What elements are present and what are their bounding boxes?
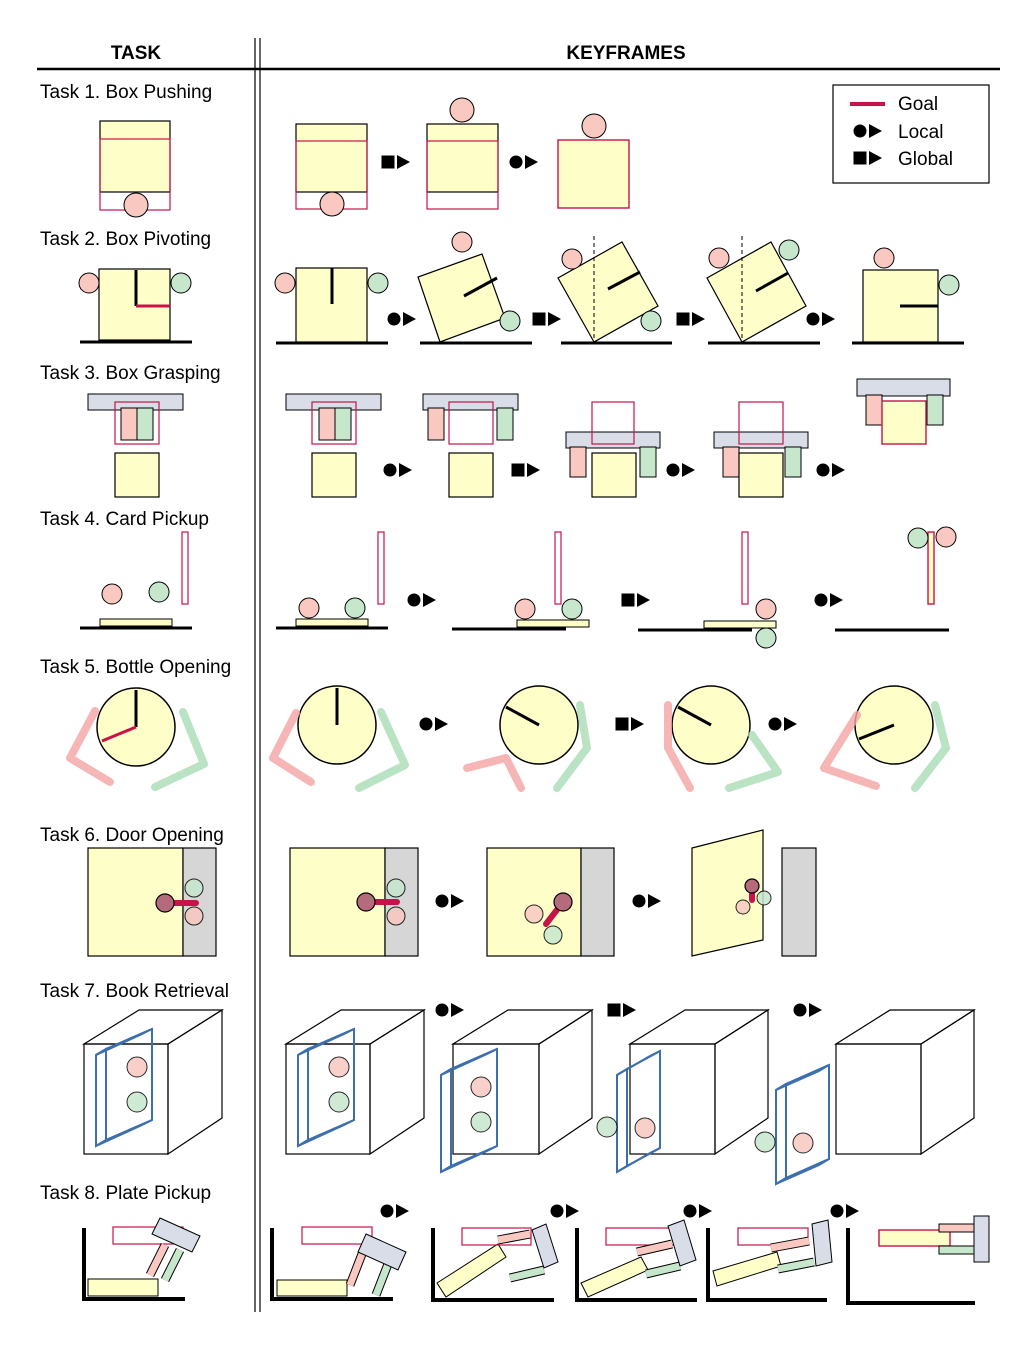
task-4-keyframe-4 (835, 526, 957, 632)
task-6-overview (87, 847, 217, 957)
task-6-local-arrow-icon (435, 894, 464, 908)
task-8-keyframe-5 (846, 1215, 990, 1305)
task-4-overview (80, 531, 192, 630)
task-5-keyframe-2 (463, 685, 591, 792)
task-5-keyframe-1 (269, 685, 409, 792)
task-3-local-arrow-icon (816, 463, 845, 477)
task-3-keyframe-4 (713, 401, 809, 498)
task-6-keyframe-2 (486, 847, 615, 957)
task-7-keyframe-2 (440, 1008, 595, 1174)
task-4-keyframe-2 (452, 531, 590, 631)
task-1-global-arrow-icon (381, 155, 410, 169)
task-7-local-arrow-icon (793, 1003, 822, 1017)
task-3-keyframe-3 (565, 401, 661, 498)
task-2-keyframe-5 (852, 247, 964, 345)
task-7-label: Task 7. Book Retrieval (40, 981, 229, 1002)
task-4-local-arrow-icon (407, 593, 436, 607)
task-7-overview (81, 1008, 225, 1156)
task-8-keyframe-2 (431, 1223, 559, 1302)
legend: Goal Local Global (832, 84, 990, 184)
task-2-global-arrow-icon (676, 312, 705, 326)
task-3-label: Task 3. Box Grasping (40, 363, 221, 384)
task-6-label: Task 6. Door Opening (40, 825, 224, 846)
task-8-label: Task 8. Plate Pickup (40, 1183, 211, 1204)
task-2-keyframe-2 (417, 231, 532, 345)
task-3-global-arrow-icon (511, 463, 540, 477)
task-8-local-arrow-icon (830, 1204, 859, 1218)
task-6-keyframe-1 (289, 847, 419, 957)
task-6-keyframe-3 (691, 829, 817, 957)
task-2-local-arrow-icon (387, 312, 416, 326)
task-2-overview (78, 268, 192, 344)
task-1-keyframe-1 (295, 123, 368, 217)
task-8-keyframe-4 (706, 1219, 833, 1302)
task-7-keyframe-1 (283, 1008, 427, 1156)
task-5-keyframe-4 (820, 685, 950, 792)
task-4-keyframe-3 (638, 531, 777, 649)
task-3-overview (87, 393, 184, 498)
task-3-local-arrow-icon (383, 463, 412, 477)
task-8-keyframe-3 (575, 1219, 697, 1302)
task-5-keyframe-3 (664, 685, 782, 792)
task-1-label: Task 1. Box Pushing (40, 82, 212, 103)
header-keyframes: KEYFRAMES (566, 43, 685, 64)
header-task: TASK (111, 43, 162, 64)
task-4-local-arrow-icon (814, 593, 843, 607)
task-1-keyframe-2 (426, 97, 499, 210)
task-7-global-arrow-icon (607, 1003, 636, 1017)
task-8-local-arrow-icon (550, 1204, 579, 1218)
task-6-local-arrow-icon (632, 894, 661, 908)
task-2-local-arrow-icon (806, 312, 835, 326)
task-4-label: Task 4. Card Pickup (40, 509, 209, 530)
task-1-local-arrow-icon (509, 155, 538, 169)
task-2-label: Task 2. Box Pivoting (40, 229, 211, 250)
task-8-local-arrow-icon (683, 1204, 712, 1218)
task-8-keyframe-1 (270, 1226, 407, 1301)
task-5-label: Task 5. Bottle Opening (40, 657, 231, 678)
task-7-keyframe-4 (754, 1008, 977, 1186)
task-7-local-arrow-icon (435, 1003, 464, 1017)
task-7-keyframe-3 (596, 1008, 771, 1174)
task-5-overview (66, 687, 208, 791)
task-2-keyframe-4 (706, 236, 820, 345)
task-8-local-arrow-icon (380, 1204, 409, 1218)
task-1-keyframe-3 (557, 113, 630, 209)
legend-global-label: Global (898, 149, 953, 170)
task-3-local-arrow-icon (666, 463, 695, 477)
task-3-keyframe-2 (422, 393, 519, 498)
task-5-local-arrow-icon (768, 717, 797, 731)
task-3-keyframe-5 (856, 378, 951, 445)
task-1-overview (99, 120, 171, 218)
task-5-global-arrow-icon (615, 717, 644, 731)
task-2-keyframe-3 (557, 236, 672, 345)
legend-goal-label: Goal (898, 94, 938, 115)
task-5-local-arrow-icon (419, 717, 448, 731)
task-3-keyframe-1 (285, 393, 382, 498)
task-4-global-arrow-icon (621, 593, 650, 607)
legend-local-label: Local (898, 122, 943, 143)
task-4-keyframe-1 (276, 531, 388, 630)
task-8-overview (82, 1217, 201, 1301)
task-2-keyframe-1 (274, 267, 389, 345)
task-2-global-arrow-icon (532, 312, 561, 326)
